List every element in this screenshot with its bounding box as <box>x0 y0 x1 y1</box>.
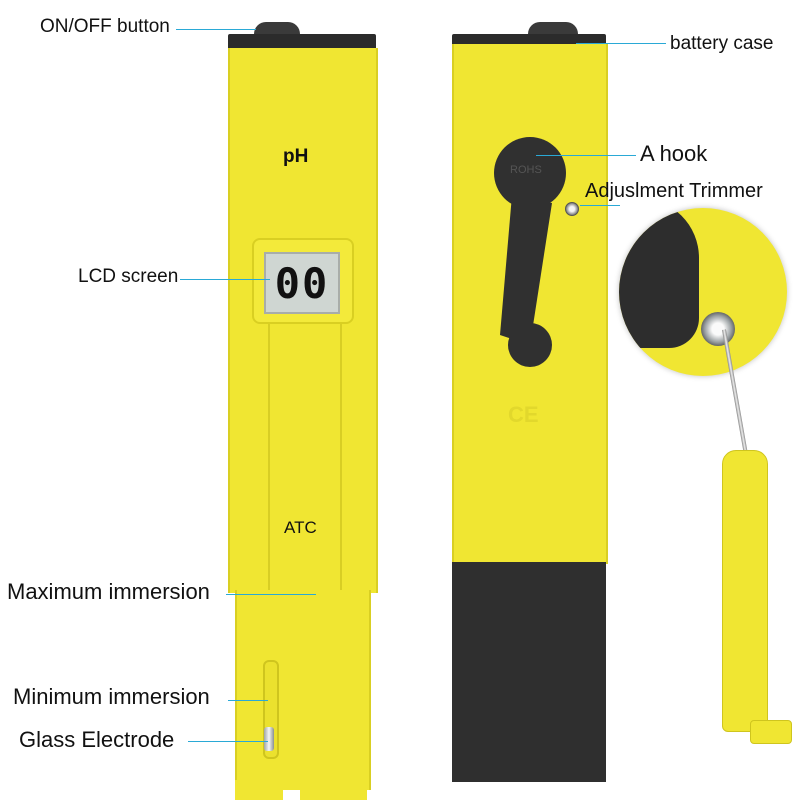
battery-case-callout <box>576 43 666 44</box>
max-immersion-label: Maximum immersion <box>7 579 210 604</box>
hook-label: A hook <box>640 141 708 166</box>
trimmer-callout <box>580 205 620 206</box>
lcd-label: LCD screen <box>78 266 179 287</box>
hook-icon: ROHS <box>494 137 566 367</box>
zoom-screw-icon <box>701 312 735 346</box>
max-immersion-callout <box>226 594 316 595</box>
hook-text: ROHS <box>510 164 542 176</box>
zoom-hook-shadow <box>619 208 699 348</box>
glass-electrode <box>264 727 274 751</box>
trimmer-label: Adjuslment Trimmer <box>585 180 763 202</box>
hook-callout <box>536 155 636 156</box>
screwdriver-handle <box>722 450 768 732</box>
screwdriver-cap <box>750 720 792 744</box>
on-off-callout <box>176 29 256 30</box>
back-meter-bottom <box>452 562 606 782</box>
glass-electrode-label: Glass Electrode <box>19 727 175 752</box>
lcd-screen: 00 <box>264 252 340 314</box>
min-immersion-label: Minimum immersion <box>13 684 210 709</box>
glass-electrode-callout <box>188 741 268 742</box>
atc-label: ATC <box>284 518 317 537</box>
battery-case-label: battery case <box>670 33 774 54</box>
ph-label: pH <box>283 146 309 167</box>
ce-mark: CE <box>508 402 539 427</box>
on-off-label: ON/OFF button <box>40 16 170 37</box>
front-cap <box>228 34 376 50</box>
front-ridge <box>268 250 342 590</box>
probe-foot-right <box>300 780 367 800</box>
lcd-callout <box>180 279 270 280</box>
trimmer-icon[interactable] <box>565 202 579 216</box>
trimmer-zoom-inset <box>619 208 787 376</box>
probe-foot-left <box>235 780 283 800</box>
probe <box>235 590 371 790</box>
min-immersion-callout <box>228 700 268 701</box>
